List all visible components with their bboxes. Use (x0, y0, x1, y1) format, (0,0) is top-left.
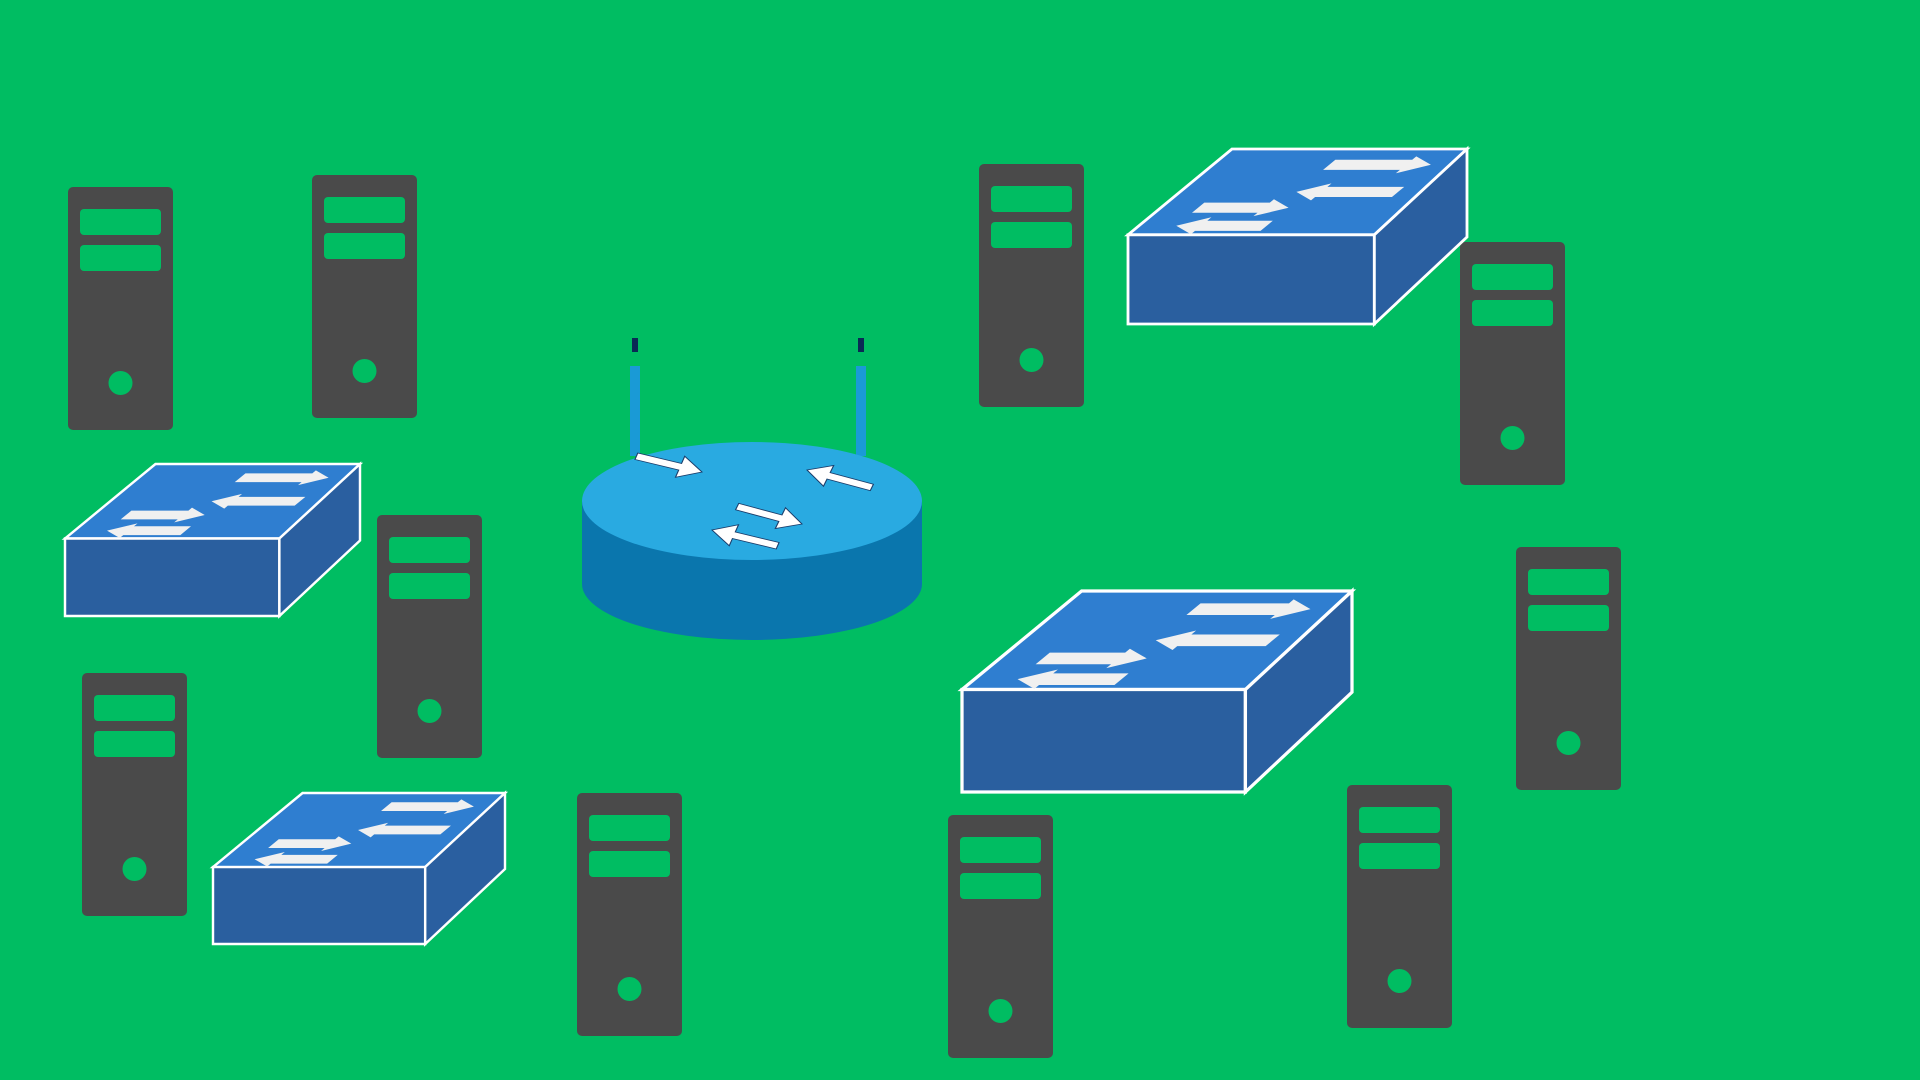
wireless-router-icon (580, 336, 925, 644)
switch-arrow (1155, 630, 1280, 651)
server-tower-icon (377, 515, 482, 758)
antenna-tip (858, 338, 864, 352)
drive-bay (80, 245, 161, 271)
drive-bay (324, 233, 405, 259)
switch-side (423, 790, 507, 947)
server-tower-icon (68, 187, 173, 430)
drive-bay (960, 873, 1041, 899)
switch-arrow (120, 507, 205, 523)
switch-side (278, 461, 362, 619)
server-tower-icon (1460, 242, 1565, 485)
server-tower-icon (979, 164, 1084, 407)
power-button (988, 999, 1013, 1023)
drive-bay (1528, 605, 1609, 631)
switch-front (63, 537, 281, 618)
power-button (352, 359, 377, 383)
drive-bay (94, 695, 175, 721)
drive-bay (389, 537, 470, 563)
router-top (582, 442, 922, 560)
drive-bay (589, 815, 670, 841)
switch-arrow (1176, 217, 1273, 235)
switch-side (1372, 145, 1469, 328)
power-button (108, 371, 133, 395)
power-button (122, 857, 147, 881)
power-button (1500, 426, 1525, 450)
server-tower-icon (312, 175, 417, 418)
server-tower-icon (948, 815, 1053, 1058)
router-arrow-out (806, 464, 875, 492)
router-arrow-out (734, 502, 803, 530)
switch-arrow (358, 822, 451, 838)
switch-arrow (1186, 599, 1311, 619)
drive-bay (1359, 843, 1440, 869)
server-tower-icon (577, 793, 682, 1036)
switch-front (211, 865, 427, 946)
server-tower-icon (82, 673, 187, 916)
drive-bay (991, 222, 1072, 248)
switch-arrow (1323, 156, 1431, 174)
switch-arrow (254, 851, 338, 867)
power-button (1556, 731, 1581, 755)
switch-arrow (1191, 199, 1289, 217)
switch-arrow (1296, 183, 1405, 201)
network-switch-icon (209, 790, 509, 947)
antenna (856, 366, 866, 456)
switch-arrow (234, 470, 329, 486)
drive-bay (324, 197, 405, 223)
antenna (630, 366, 640, 456)
network-switch-icon (1124, 145, 1471, 328)
drive-bay (960, 837, 1041, 863)
switch-arrow (211, 493, 306, 509)
router-arrow-in (710, 524, 780, 550)
power-button (617, 977, 642, 1001)
drive-bay (1472, 264, 1553, 290)
power-button (1019, 348, 1044, 372)
router-arrow-in (634, 452, 704, 478)
drive-bay (589, 851, 670, 877)
switch-side (1243, 587, 1354, 796)
server-tower-icon (1347, 785, 1452, 1028)
power-button (417, 699, 442, 723)
drive-bay (1359, 807, 1440, 833)
switch-arrow (381, 799, 474, 814)
switch-front (1126, 233, 1376, 326)
switch-arrow (107, 523, 192, 539)
drive-bay (1528, 569, 1609, 595)
drive-bay (991, 186, 1072, 212)
antenna-tip (632, 338, 638, 352)
drive-bay (1472, 300, 1553, 326)
switch-arrow (268, 836, 352, 851)
drive-bay (389, 573, 470, 599)
network-switch-icon (957, 587, 1357, 796)
switch-front (960, 687, 1248, 794)
server-tower-icon (1516, 547, 1621, 790)
network-switch-icon (61, 461, 364, 619)
power-button (1387, 969, 1412, 993)
switch-arrow (1035, 648, 1147, 669)
drive-bay (80, 209, 161, 235)
drive-bay (94, 731, 175, 757)
switch-arrow (1017, 669, 1129, 689)
